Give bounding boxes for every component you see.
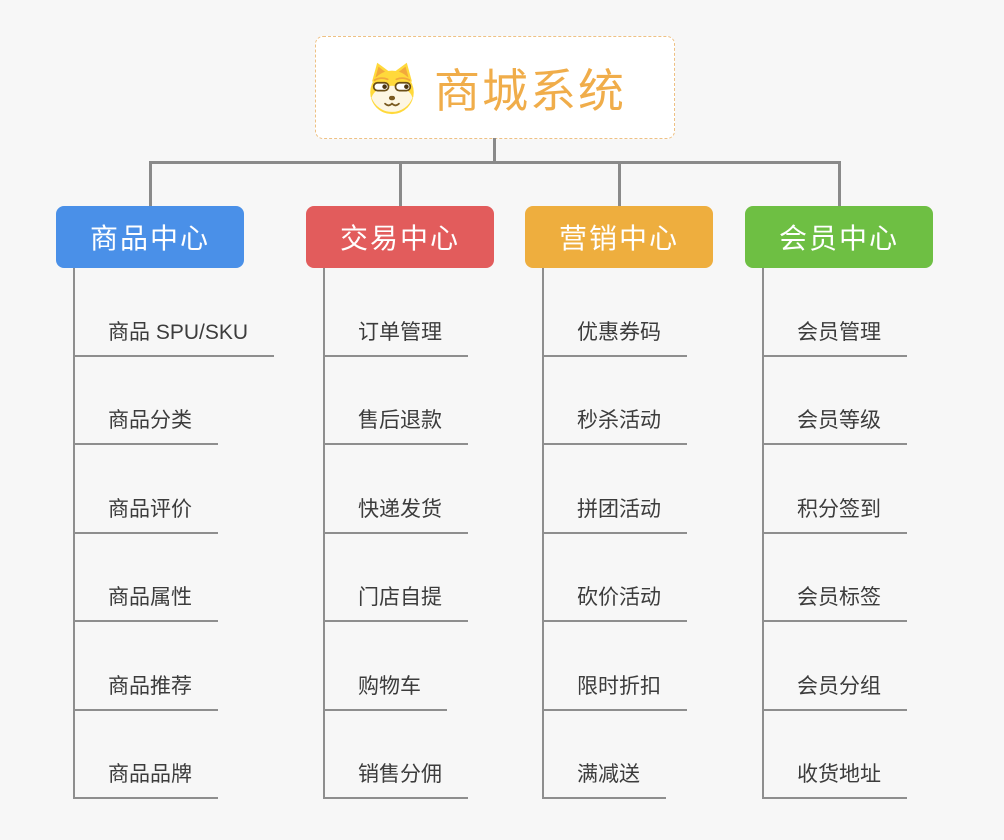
subtopic-label: 限时折扣 (577, 674, 661, 698)
subtopic-node[interactable]: 会员管理 (764, 316, 907, 357)
subtopic-label: 秒杀活动 (577, 409, 661, 433)
subtopic-row: 商品品牌 (75, 711, 274, 800)
subtopic-row: 订单管理 (325, 268, 468, 357)
connector-root-vertical (493, 138, 496, 162)
subtopic-row: 会员管理 (764, 268, 907, 357)
subtopic-label: 砍价活动 (577, 586, 661, 610)
subtopic-row: 优惠券码 (544, 268, 687, 357)
subtopic-row: 购物车 (325, 622, 468, 711)
shiba-dog-icon (364, 61, 420, 115)
subtopic-row: 秒杀活动 (544, 357, 687, 446)
subtopic-label: 商品属性 (108, 586, 192, 610)
subtopic-label: 会员管理 (797, 320, 881, 344)
subtopic-node[interactable]: 拼团活动 (544, 493, 687, 534)
subtopic-label: 满减送 (577, 763, 640, 787)
branch-children-column-product: 商品 SPU/SKU 商品分类商品评价商品属性商品推荐商品品牌 (73, 268, 275, 800)
subtopic-row: 会员分组 (764, 622, 907, 711)
subtopic-node[interactable]: 收货地址 (764, 758, 907, 800)
subtopic-label: 会员标签 (797, 586, 881, 610)
subtopic-label: 购物车 (358, 674, 421, 698)
subtopic-row: 门店自提 (325, 534, 468, 623)
connector-drop-product (149, 163, 152, 207)
subtopic-row: 售后退款 (325, 357, 468, 446)
subtopic-node[interactable]: 优惠券码 (544, 316, 687, 357)
subtopic-label: 拼团活动 (577, 497, 661, 521)
subtopic-node[interactable]: 商品品牌 (75, 758, 218, 800)
subtopic-node[interactable]: 满减送 (544, 758, 666, 800)
subtopic-label: 售后退款 (358, 409, 442, 433)
subtopic-row: 快递发货 (325, 445, 468, 534)
subtopic-label: 商品分类 (108, 409, 192, 433)
subtopic-row: 会员标签 (764, 534, 907, 623)
subtopic-label: 商品品牌 (108, 763, 192, 787)
subtopic-label: 会员分组 (797, 674, 881, 698)
subtopic-label: 优惠券码 (577, 320, 661, 344)
subtopic-label: 积分签到 (797, 497, 881, 521)
subtopic-row: 商品评价 (75, 445, 274, 534)
subtopic-node[interactable]: 商品推荐 (75, 670, 218, 711)
connector-drop-trade (399, 163, 402, 207)
subtopic-node[interactable]: 订单管理 (325, 316, 468, 357)
branch-children-column-marketing: 优惠券码秒杀活动拼团活动砍价活动限时折扣满减送 (542, 268, 687, 800)
subtopic-row: 商品推荐 (75, 622, 274, 711)
subtopic-label: 会员等级 (797, 409, 881, 433)
subtopic-node[interactable]: 会员标签 (764, 581, 907, 623)
subtopic-label: 订单管理 (358, 320, 442, 344)
root-title: 商城系统 (434, 64, 626, 117)
branch-children-column-member: 会员管理会员等级积分签到会员标签会员分组收货地址 (762, 268, 907, 800)
subtopic-label: 销售分佣 (358, 763, 442, 787)
subtopic-node[interactable]: 商品分类 (75, 404, 218, 446)
subtopic-label: 门店自提 (358, 586, 442, 610)
subtopic-node[interactable]: 商品属性 (75, 581, 218, 623)
subtopic-node[interactable]: 售后退款 (325, 404, 468, 446)
subtopic-row: 销售分佣 (325, 711, 468, 800)
subtopic-node[interactable]: 会员等级 (764, 404, 907, 446)
subtopic-node[interactable]: 购物车 (325, 670, 447, 711)
subtopic-row: 砍价活动 (544, 534, 687, 623)
branch-node-marketing-center[interactable]: 营销中心 (525, 206, 713, 268)
root-node[interactable]: 商城系统 (315, 36, 675, 139)
subtopic-node[interactable]: 秒杀活动 (544, 404, 687, 446)
subtopic-row: 拼团活动 (544, 445, 687, 534)
subtopic-row: 会员等级 (764, 357, 907, 446)
subtopic-row: 积分签到 (764, 445, 907, 534)
subtopic-row: 商品 SPU/SKU (75, 268, 275, 357)
subtopic-node[interactable]: 商品评价 (75, 493, 218, 534)
subtopic-row: 限时折扣 (544, 622, 687, 711)
subtopic-node[interactable]: 限时折扣 (544, 670, 687, 711)
subtopic-label: 收货地址 (797, 763, 881, 787)
subtopic-row: 满减送 (544, 711, 687, 800)
subtopic-label: 快递发货 (358, 497, 442, 521)
subtopic-node[interactable]: 门店自提 (325, 581, 468, 623)
subtopic-node[interactable]: 砍价活动 (544, 581, 687, 623)
subtopic-node[interactable]: 商品 SPU/SKU (75, 316, 275, 357)
subtopic-node[interactable]: 快递发货 (325, 493, 468, 534)
subtopic-row: 商品分类 (75, 357, 274, 446)
branch-node-product-center[interactable]: 商品中心 (56, 206, 244, 268)
branch-children-column-trade: 订单管理售后退款快递发货门店自提购物车销售分佣 (323, 268, 468, 800)
branch-node-member-center[interactable]: 会员中心 (745, 206, 933, 268)
subtopic-row: 收货地址 (764, 711, 907, 800)
connector-drop-member (838, 163, 841, 207)
connector-drop-marketing (618, 163, 621, 207)
subtopic-label: 商品推荐 (108, 674, 192, 698)
subtopic-label: 商品 SPU/SKU (108, 320, 249, 344)
connector-horizontal (149, 161, 841, 164)
subtopic-node[interactable]: 积分签到 (764, 493, 907, 534)
subtopic-node[interactable]: 会员分组 (764, 670, 907, 711)
subtopic-row: 商品属性 (75, 534, 274, 623)
branch-node-trade-center[interactable]: 交易中心 (306, 206, 494, 268)
subtopic-label: 商品评价 (108, 497, 192, 521)
subtopic-node[interactable]: 销售分佣 (325, 758, 468, 800)
